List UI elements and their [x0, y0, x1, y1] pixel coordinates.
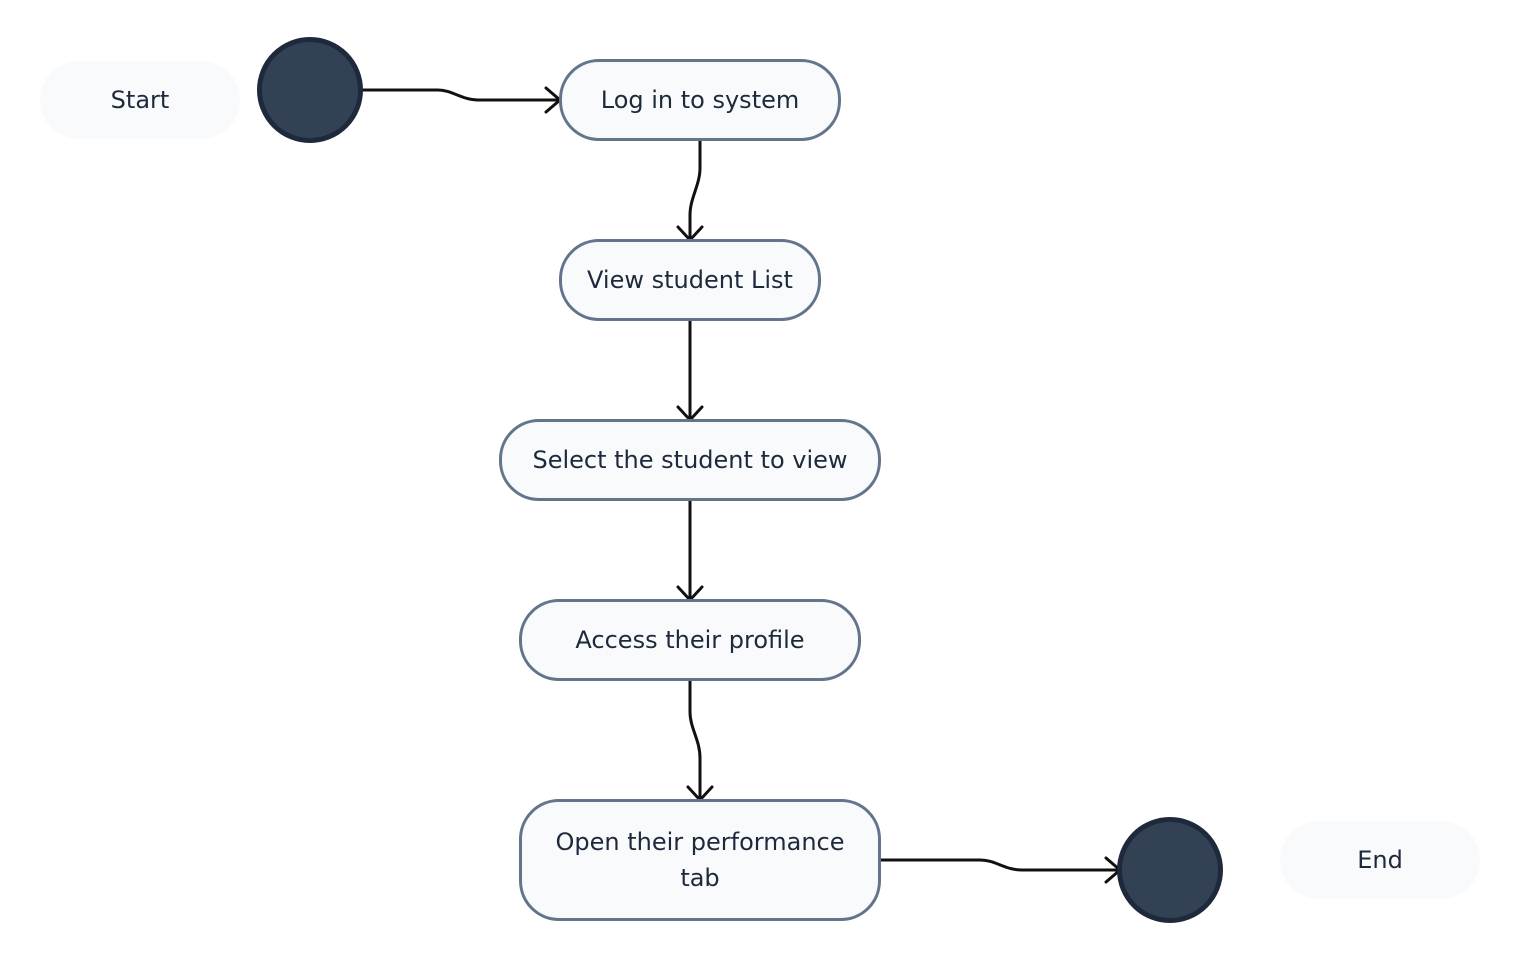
edge-open-performance-to-end	[878, 856, 1122, 884]
final-node[interactable]	[1117, 817, 1223, 923]
edge-start-to-log-in	[359, 86, 562, 114]
edge-access-profile-to-open-performance	[686, 678, 714, 802]
edge-view-list-to-select-student	[676, 318, 704, 422]
start-label-text: Start	[110, 86, 170, 114]
start-label: Start	[40, 61, 240, 139]
activity-access-profile[interactable]: Access their profile	[519, 599, 861, 681]
activity-open-performance-tab[interactable]: Open their performance tab	[519, 799, 881, 921]
activity-open-performance-tab-label: Open their performance tab	[555, 828, 845, 892]
activity-select-student-label: Select the student to view	[532, 446, 848, 474]
activity-access-profile-label: Access their profile	[575, 626, 805, 654]
edge-select-student-to-access-profile	[676, 498, 704, 602]
activity-log-in-label: Log in to system	[600, 86, 800, 114]
edge-log-in-to-view-list	[676, 138, 704, 242]
end-label: End	[1280, 821, 1480, 899]
activity-view-student-list[interactable]: View student List	[559, 239, 821, 321]
activity-log-in[interactable]: Log in to system	[559, 59, 841, 141]
activity-view-student-list-label: View student List	[587, 266, 793, 294]
initial-node[interactable]	[257, 37, 363, 143]
activity-select-student[interactable]: Select the student to view	[499, 419, 881, 501]
end-label-text: End	[1357, 846, 1403, 874]
